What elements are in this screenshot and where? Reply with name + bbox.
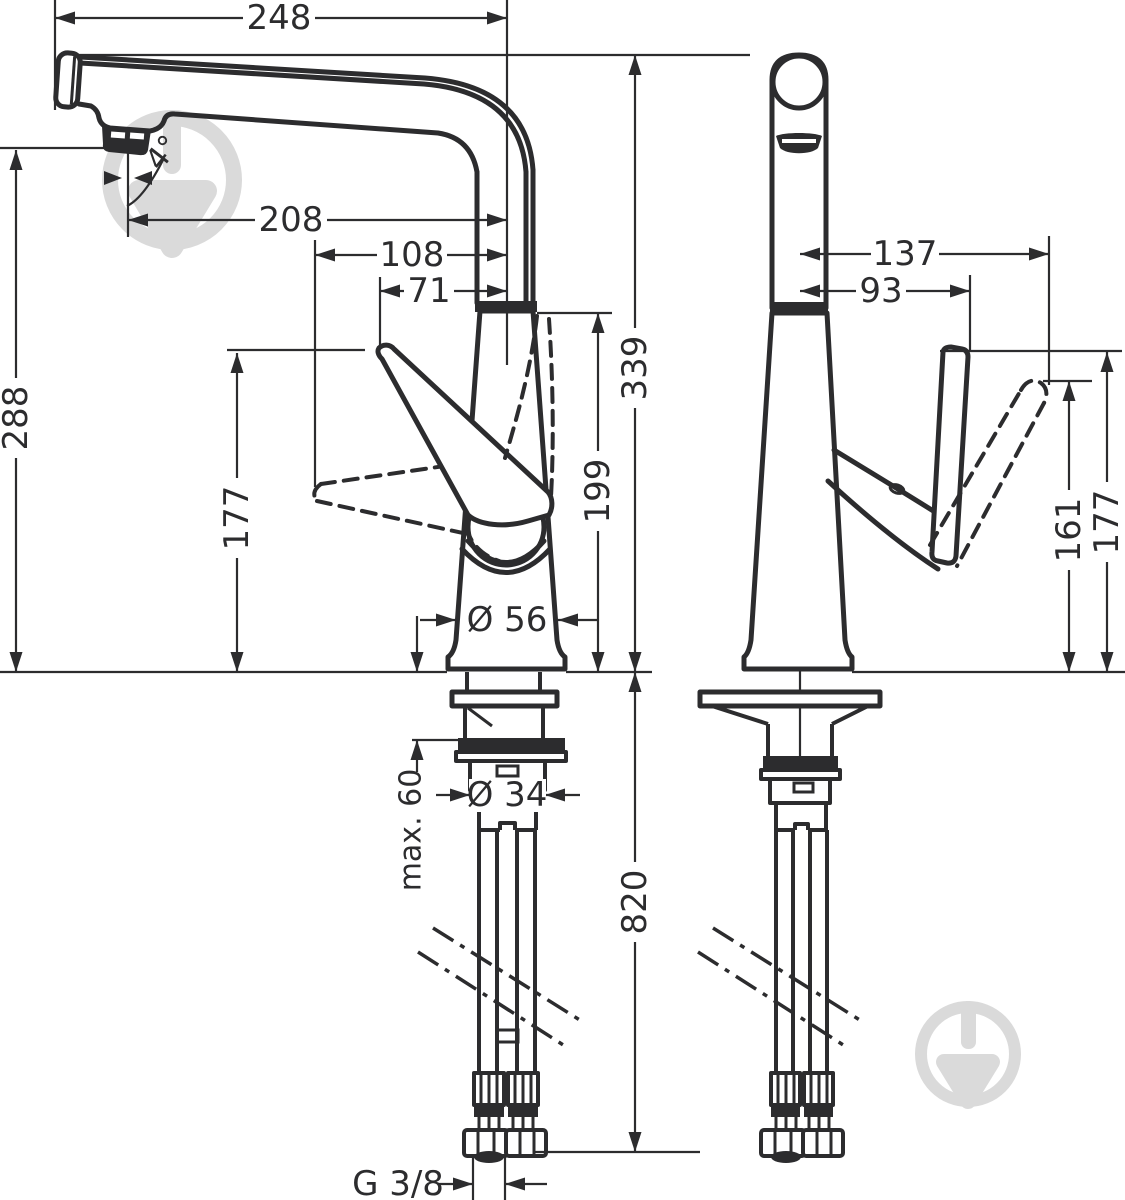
spout-bend-front — [770, 53, 828, 111]
dim-max-60: max. 60 — [394, 769, 429, 892]
spout-column-front — [769, 52, 829, 311]
dim-161: 161 — [1049, 498, 1089, 563]
dim-248: 248 — [247, 0, 312, 38]
dim-71: 71 — [407, 271, 450, 311]
dim-199: 199 — [578, 459, 618, 524]
dim-177-side: 177 — [217, 486, 257, 551]
front-view-mounting — [697, 689, 883, 1163]
dimensions-front-view: 137 93 161 177 — [800, 234, 1125, 672]
dim-base-diameter: Ø 56 — [467, 600, 548, 640]
handle-dashed-raised-side — [503, 314, 555, 499]
side-view-faucet — [53, 50, 584, 1163]
dim-shank-diameter: Ø 34 — [467, 775, 548, 815]
dim-thread: G 3/8 — [352, 1164, 444, 1200]
front-view-faucet — [697, 52, 1049, 1163]
dimensions-side-view: 248 208 108 71 288 177 199 339 820 Ø 56 — [0, 0, 655, 1200]
dim-288: 288 — [0, 386, 36, 451]
handle-dashed-raised-front — [928, 378, 1049, 568]
dim-93: 93 — [859, 271, 902, 311]
dim-820: 820 — [615, 870, 655, 935]
spout-end-cap — [53, 50, 83, 110]
dim-177-front: 177 — [1087, 490, 1125, 555]
handle-grip-front — [929, 344, 971, 566]
faucet-body-front — [741, 310, 855, 672]
dim-137: 137 — [873, 234, 938, 274]
dim-108: 108 — [380, 235, 445, 275]
dim-208: 208 — [259, 200, 324, 240]
dim-339: 339 — [615, 336, 655, 401]
aerator-front — [776, 133, 822, 154]
handle-solid-side — [375, 342, 555, 528]
watermark-logo-icon — [915, 1001, 1021, 1109]
side-view-mounting — [449, 672, 568, 1163]
